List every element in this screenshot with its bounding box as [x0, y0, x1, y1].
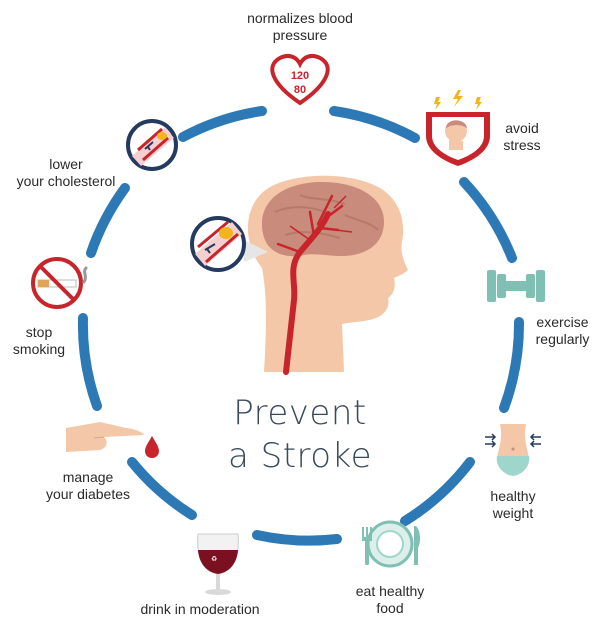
- cholesterol-artery-icon: [126, 119, 178, 171]
- label-drink-in-moderation: drink in moderation: [140, 601, 260, 617]
- waist-icon: [485, 424, 541, 476]
- ring-segment-3: [499, 317, 525, 413]
- ring-segment-9: [178, 106, 267, 142]
- ring-segment-4: [400, 457, 475, 526]
- knife-icon: [414, 526, 421, 565]
- svg-text:♻: ♻: [211, 556, 217, 563]
- label-blood-pressure: normalizes blood pressure: [247, 10, 353, 43]
- label-eat-healthy-food: eat healthy food: [355, 583, 425, 616]
- head-profile-illustration: [247, 175, 408, 375]
- ring-segment-7: [77, 313, 102, 411]
- no-smoking-icon: [31, 257, 88, 309]
- magnified-artery-icon: [190, 216, 268, 272]
- ring: [77, 106, 525, 546]
- title-line-2: a Stroke: [228, 436, 372, 476]
- label-healthy-weight: healthy weight: [490, 488, 536, 521]
- label-avoid-stress: avoid stress: [503, 120, 541, 153]
- lightning-icon: [453, 90, 463, 107]
- lightning-icon-right: [475, 97, 482, 110]
- label-lower-cholesterol: lower your cholesterol: [16, 156, 116, 189]
- hand-icon: [66, 422, 159, 458]
- ring-segment-5: [252, 530, 342, 546]
- wine-glass-icon: ♻: [197, 533, 239, 595]
- label-exercise-regularly: exercise regularly: [535, 314, 590, 347]
- blood-drop-icon: [145, 436, 159, 458]
- label-manage-diabetes: manage your diabetes: [45, 469, 131, 502]
- fork-icon: [362, 527, 372, 565]
- label-stop-smoking: stop smoking: [12, 324, 66, 357]
- stress-shield-icon: [426, 90, 490, 166]
- dumbbell-icon: [487, 270, 545, 302]
- lightning-icon-left: [434, 97, 441, 110]
- heart-systolic: 120: [291, 70, 309, 82]
- ring-segment-8: [86, 183, 130, 258]
- ring-segment-1: [329, 106, 420, 143]
- ring-segment-2: [459, 177, 517, 263]
- ring-segment-6: [127, 457, 197, 520]
- smoke-icon: [82, 266, 88, 284]
- heart-icon: 120 80: [270, 53, 330, 106]
- heart-diastolic: 80: [294, 84, 306, 96]
- plate-icon: [362, 520, 421, 568]
- title-line-1: Prevent: [233, 393, 367, 433]
